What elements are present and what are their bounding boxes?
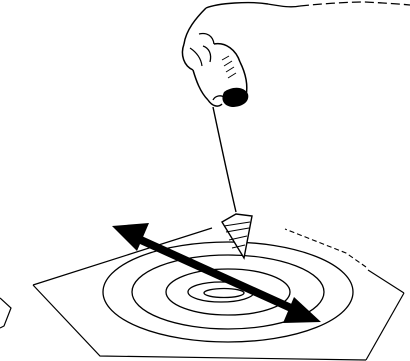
double-arrow-icon xyxy=(112,223,321,323)
hand-icon xyxy=(182,2,410,107)
paper-sheet xyxy=(33,228,404,360)
edge-sheet-fragment xyxy=(0,298,11,328)
pendulum xyxy=(213,107,252,258)
concentric-circles xyxy=(103,242,353,342)
